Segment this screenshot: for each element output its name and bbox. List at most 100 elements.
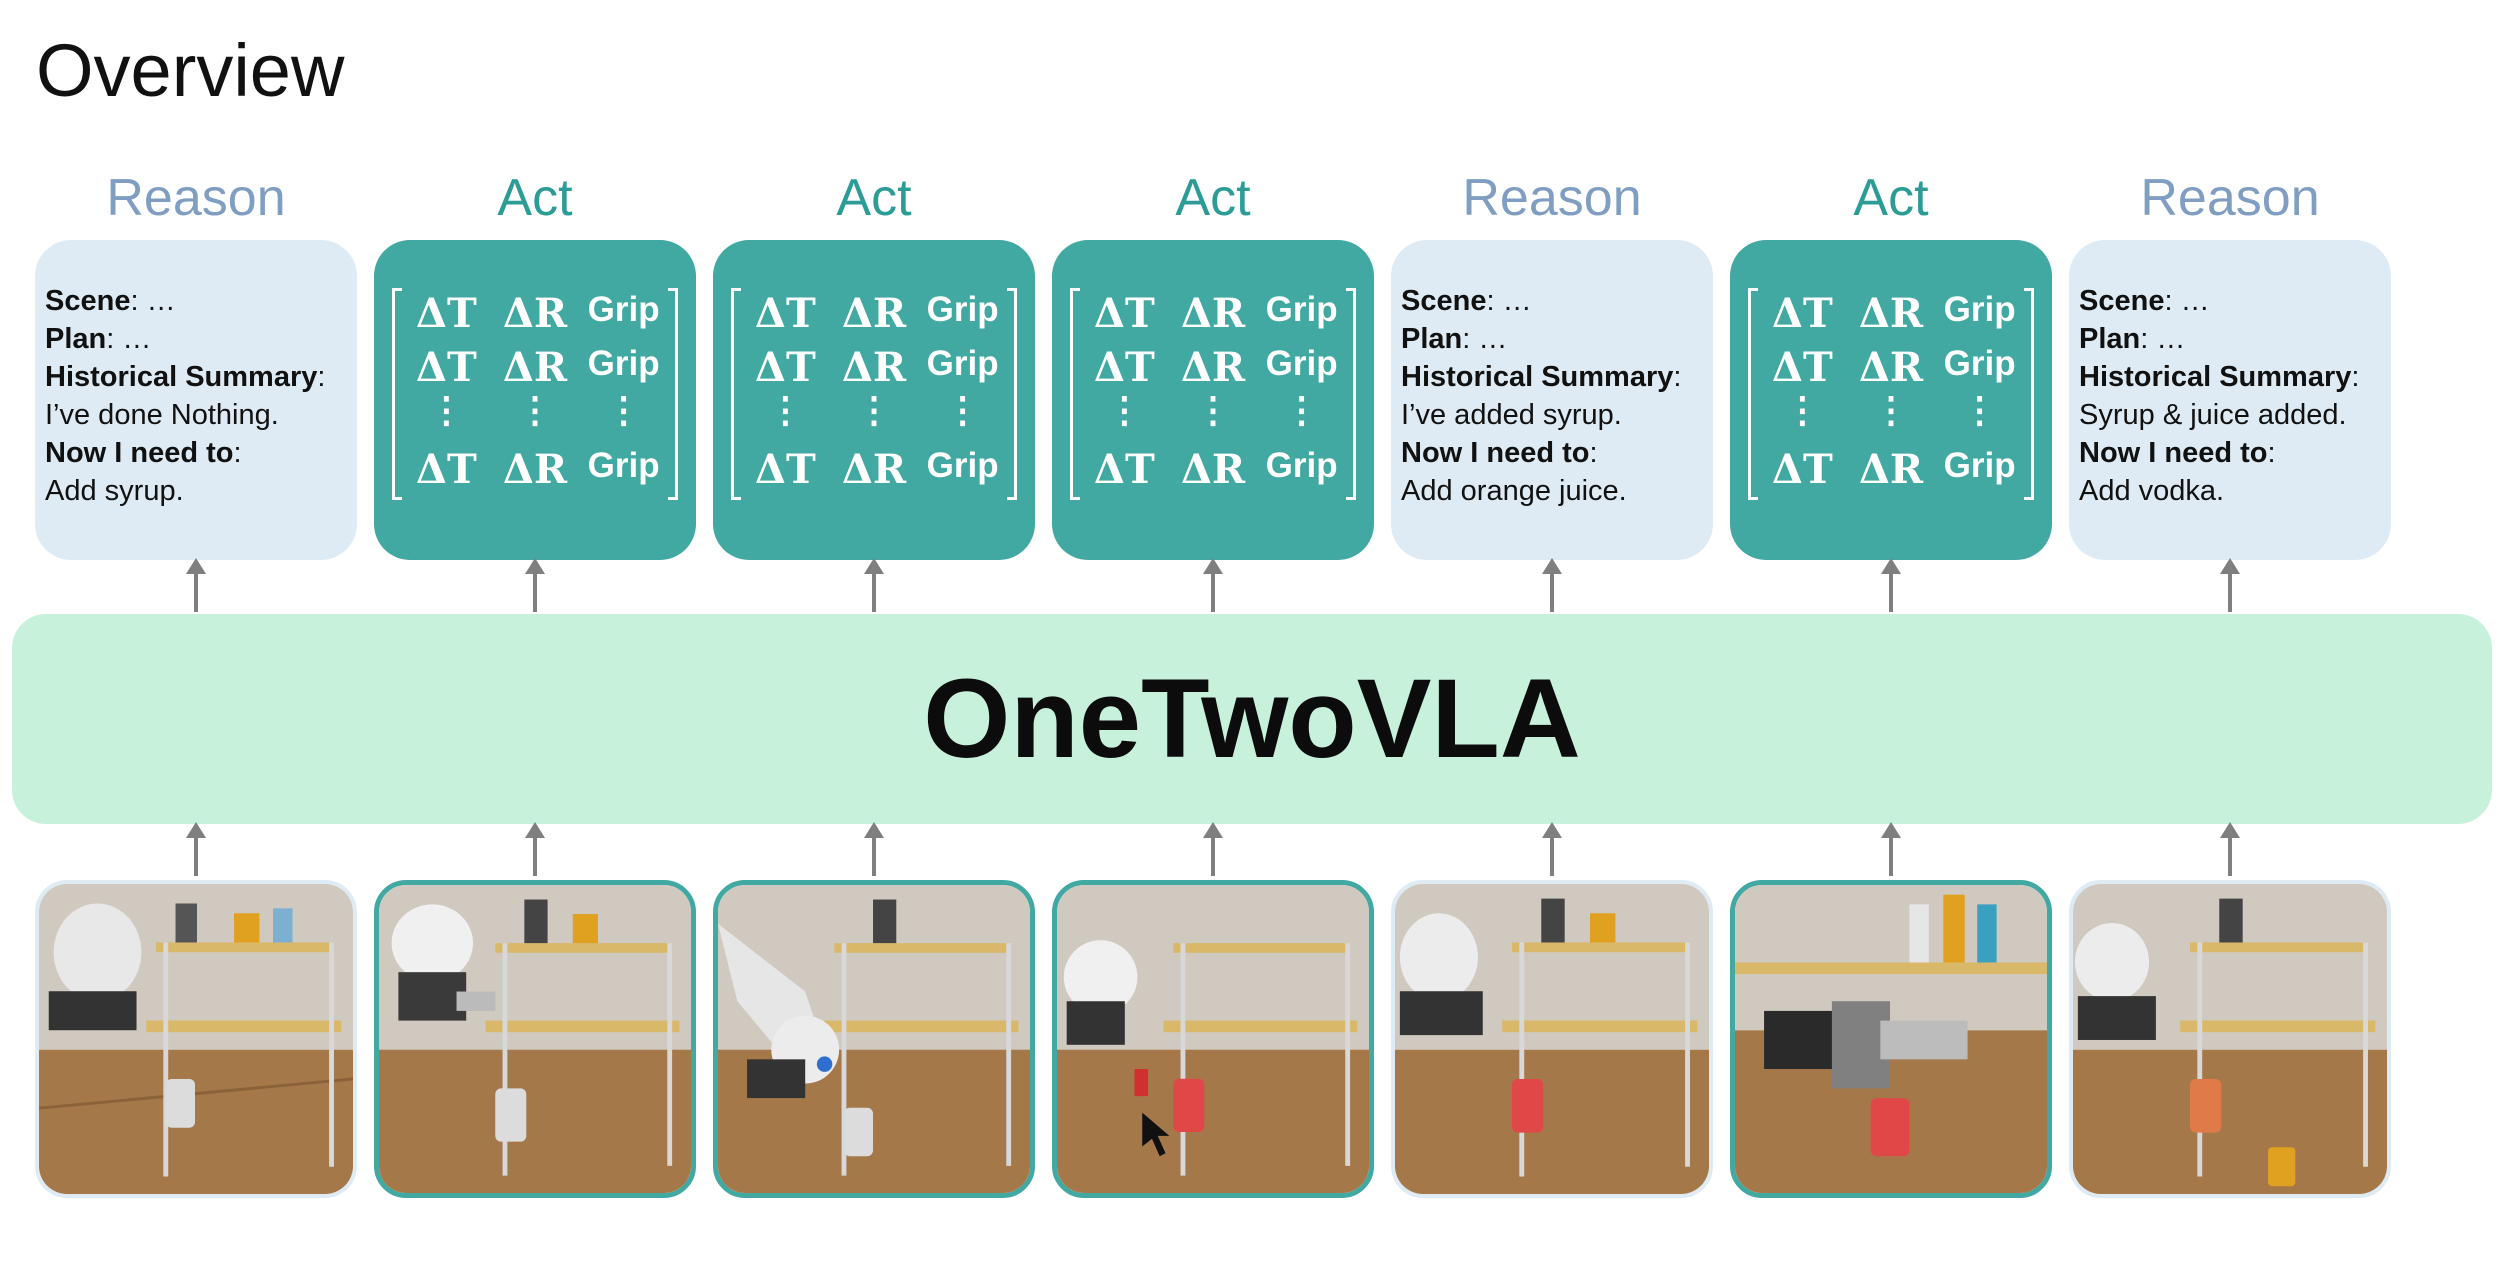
vertical-dots: ⋮ [1784, 389, 1821, 430]
delta-r: ΔR [1180, 446, 1246, 493]
vertical-dots: ⋮ [428, 389, 465, 430]
delta-r: ΔR [502, 290, 568, 337]
delta-r: ΔR [1180, 290, 1246, 337]
input-arrow-up [1203, 822, 1223, 876]
grip: Grip [926, 290, 999, 329]
history-key: Historical Summary [45, 361, 318, 393]
next-value: Add vodka. [2079, 475, 2225, 507]
delta-r: ΔR [841, 290, 907, 337]
scene-key: Scene [2079, 285, 2165, 317]
delta-t: ΔT [754, 446, 816, 493]
delta-t: ΔT [754, 290, 816, 337]
matrix-bracket-right [668, 288, 678, 500]
next-key: Now I need to [1401, 437, 1590, 469]
output-arrow-up [186, 558, 206, 612]
matrix-bracket-left [731, 288, 741, 500]
output-arrow-up [1542, 558, 1562, 612]
input-arrow-up [186, 822, 206, 876]
grip: Grip [1265, 446, 1338, 485]
observation-image [713, 880, 1035, 1198]
vertical-dots: ⋮ [605, 389, 642, 430]
vertical-dots: ⋮ [855, 389, 892, 430]
reason-card: Scene: … Plan: … Historical Summary: I’v… [1391, 240, 1713, 560]
vertical-dots: ⋮ [944, 389, 981, 430]
delta-r: ΔR [1858, 446, 1924, 493]
grip: Grip [1943, 446, 2016, 485]
input-arrow-up [1542, 822, 1562, 876]
next-value: Add orange juice. [1401, 475, 1627, 507]
delta-t: ΔT [1093, 344, 1155, 391]
delta-t: ΔT [754, 344, 816, 391]
observation-image [2069, 880, 2391, 1198]
delta-r: ΔR [502, 344, 568, 391]
vertical-dots: ⋮ [1283, 389, 1320, 430]
plan-key: Plan [2079, 323, 2141, 355]
observation-image [1391, 880, 1713, 1198]
input-arrow-up [2220, 822, 2240, 876]
step-label: Reason [106, 169, 286, 227]
plan-key: Plan [45, 323, 107, 355]
vertical-dots: ⋮ [1961, 389, 1998, 430]
input-arrow-up [864, 822, 884, 876]
matrix-bracket-left [392, 288, 402, 500]
grip: Grip [926, 344, 999, 383]
grip: Grip [587, 446, 660, 485]
observation-image [374, 880, 696, 1198]
page-title: Overview [36, 29, 345, 112]
next-key: Now I need to [2079, 437, 2268, 469]
grip: Grip [1265, 290, 1338, 329]
observation-image [35, 880, 357, 1198]
history-value: I’ve added syrup. [1401, 399, 1622, 431]
output-arrow-up [1881, 558, 1901, 612]
delta-t: ΔT [415, 446, 477, 493]
delta-t: ΔT [1771, 344, 1833, 391]
input-arrow-up [1881, 822, 1901, 876]
delta-t: ΔT [1093, 446, 1155, 493]
delta-t: ΔT [415, 344, 477, 391]
grip: Grip [587, 290, 660, 329]
matrix-bracket-right [2024, 288, 2034, 500]
delta-t: ΔT [1093, 290, 1155, 337]
matrix-bracket-right [1007, 288, 1017, 500]
output-arrow-up [525, 558, 545, 612]
step-label: Act [836, 169, 912, 227]
vertical-dots: ⋮ [1194, 389, 1231, 430]
delta-r: ΔR [502, 446, 568, 493]
history-value: Syrup & juice added. [2079, 399, 2347, 431]
input-arrow-up [525, 822, 545, 876]
delta-r: ΔR [1858, 290, 1924, 337]
vertical-dots: ⋮ [1106, 389, 1143, 430]
observation-image [1730, 880, 2052, 1198]
delta-r: ΔR [1858, 344, 1924, 391]
step-label: Act [1853, 169, 1929, 227]
output-arrow-up [1203, 558, 1223, 612]
next-key: Now I need to [45, 437, 234, 469]
vertical-dots: ⋮ [516, 389, 553, 430]
plan-value: : … [106, 323, 152, 355]
scene-value: : … [2164, 285, 2210, 317]
reason-card: Scene: … Plan: … Historical Summary: I’v… [35, 240, 357, 560]
step-label: Reason [1462, 169, 1642, 227]
scene-value: : … [130, 285, 176, 317]
model-label: OneTwoVLA [923, 656, 1581, 781]
delta-r: ΔR [1180, 344, 1246, 391]
matrix-bracket-left [1748, 288, 1758, 500]
grip: Grip [926, 446, 999, 485]
model-block: OneTwoVLA [12, 614, 2492, 824]
step-label: Act [1175, 169, 1251, 227]
matrix-bracket-left [1070, 288, 1080, 500]
scene-key: Scene [45, 285, 131, 317]
grip: Grip [1265, 344, 1338, 383]
action-card: ΔT ΔR Grip ΔT ΔR Grip ⋮ ⋮ ⋮ ΔT ΔR Grip [1052, 240, 1374, 560]
delta-r: ΔR [841, 446, 907, 493]
observation-image [1052, 880, 1374, 1198]
matrix-bracket-right [1346, 288, 1356, 500]
vertical-dots: ⋮ [1872, 389, 1909, 430]
next-value: Add syrup. [45, 475, 184, 507]
plan-key: Plan [1401, 323, 1463, 355]
